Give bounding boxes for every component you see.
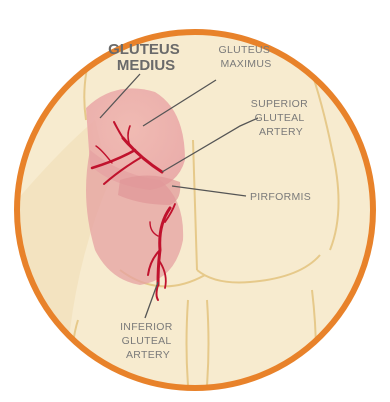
label-superior-gluteal-artery: SUPERIOR GLUTEAL ARTERY	[251, 98, 311, 138]
label-gluteus-medius: GLUTEUS MEDIUS	[108, 41, 184, 74]
label-inferior-gluteal-artery: INFERIOR GLUTEAL ARTERY	[120, 321, 176, 361]
label-piriformis: PIRFORMIS	[250, 191, 311, 203]
